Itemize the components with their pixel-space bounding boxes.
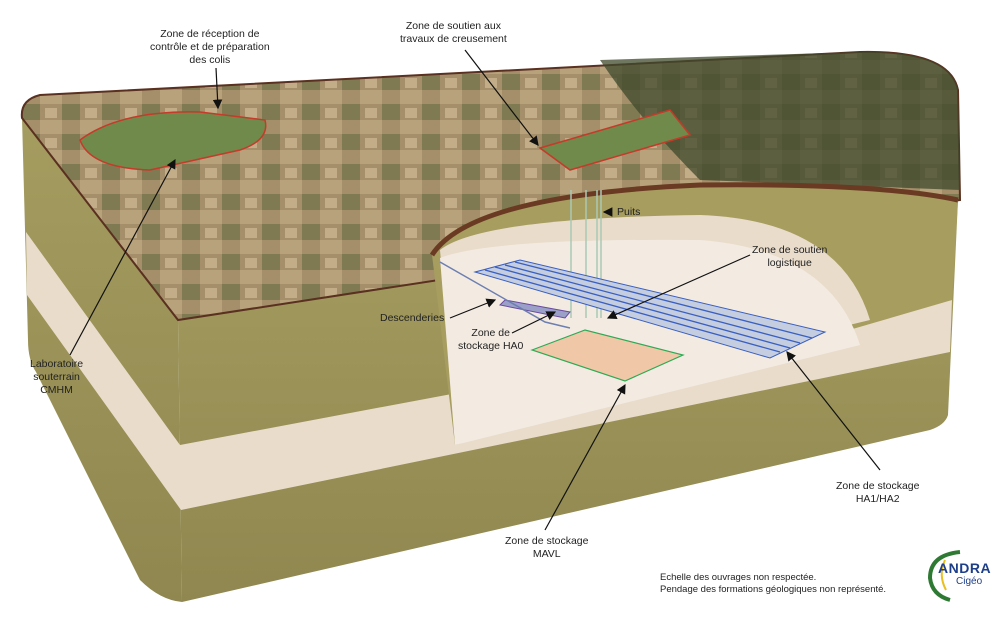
andra-logo-swoosh bbox=[927, 550, 961, 602]
support-zone bbox=[538, 109, 692, 171]
callout-arrows bbox=[69, 49, 881, 531]
label-soutien-logistique: Zone de soutien logistique bbox=[752, 244, 828, 269]
label-puits: Puits bbox=[617, 206, 641, 218]
label-ha0: Zone de stockage HA0 bbox=[458, 327, 524, 352]
label-laboratoire: Laboratoire souterrain CMHM bbox=[30, 358, 84, 396]
label-reception: Zone de réception de contrôle et de prép… bbox=[150, 28, 270, 66]
cutaway-rim bbox=[429, 182, 959, 257]
logo-sub: Cigéo bbox=[956, 576, 983, 587]
mavl-storage-zone bbox=[530, 329, 685, 382]
label-ha1ha2: Zone de stockage HA1/HA2 bbox=[836, 480, 920, 505]
note-scale: Echelle des ouvrages non respectée. bbox=[660, 572, 817, 583]
forest bbox=[600, 51, 960, 191]
label-mavl: Zone de stockage MAVL bbox=[505, 535, 589, 560]
reception-zone bbox=[79, 111, 267, 171]
ha-galleries bbox=[484, 261, 813, 353]
disclaimer-notes: Echelle des ouvrages non respectée. Pend… bbox=[660, 572, 886, 596]
label-soutien-travaux: Zone de soutien aux travaux de creusemen… bbox=[400, 20, 507, 45]
note-dip: Pendage des formations géologiques non r… bbox=[660, 584, 887, 595]
logo-brand: ANDRA bbox=[938, 560, 992, 576]
descenderies-path bbox=[439, 261, 571, 329]
andra-logo: ANDRA Cigéo bbox=[926, 548, 992, 598]
host-layer-band bbox=[26, 232, 952, 510]
label-descenderies: Descenderies bbox=[380, 312, 445, 324]
andra-logo-arc bbox=[940, 559, 947, 591]
